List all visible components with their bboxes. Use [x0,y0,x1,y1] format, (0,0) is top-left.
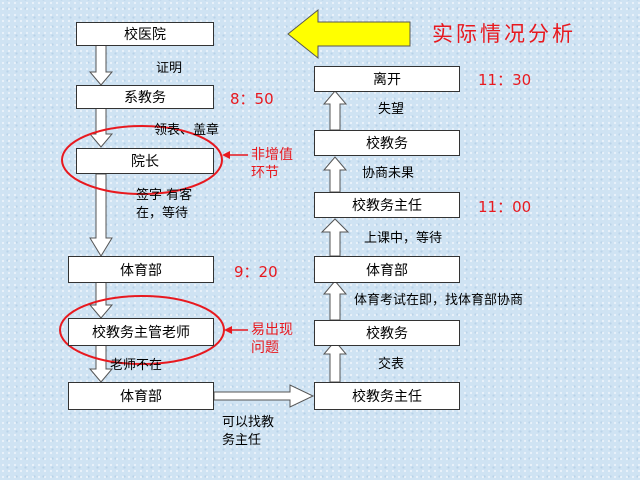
box-leave: 离开 [314,66,460,92]
time-0920: 9：20 [234,263,278,281]
time-1100: 11：00 [478,198,532,216]
box-affairs-supervisor: 校教务主管老师 [68,318,214,346]
label-teacher-absent: 老师不在 [110,358,163,373]
box-school-hospital: 校医院 [76,22,214,46]
label-certificate: 证明 [156,61,183,76]
arrow-up-3 [320,218,350,257]
arrow-right-connector [213,384,315,408]
annotation-problem-1: 易出现 [251,322,293,338]
label-in-class-wait: 上课中，等待 [364,231,443,246]
arrow-up-1 [322,340,348,383]
box-dept-affairs: 系教务 [76,85,214,109]
page-title: 实际情况分析 [432,22,576,46]
arrow-down-1 [88,44,114,86]
box-affairs-director-bottom: 校教务主任 [314,382,460,410]
arrow-up-4 [322,156,348,193]
box-pe-dept-1: 体育部 [68,256,214,283]
box-dean: 院长 [76,148,214,174]
box-school-affairs-2: 校教务 [314,130,460,156]
annotation-non-value-1: 非增值 [251,147,293,163]
annotation-problem-2: 问题 [251,340,279,356]
arrow-down-3 [89,173,113,257]
annotation-non-value-2: 环节 [251,165,279,181]
label-sign-guest-2: 在，等待 [136,206,189,221]
box-school-affairs-1: 校教务 [314,320,460,346]
label-submit-form: 交表 [378,357,405,372]
time-0850: 8：50 [230,90,274,108]
label-form-stamp: 领表、盖章 [154,123,220,138]
highlight-ellipse-dean [61,125,223,195]
label-disappointed: 失望 [378,102,405,117]
box-affairs-director-top: 校教务主任 [314,192,460,218]
yellow-arrow-icon [287,8,411,60]
label-pe-exam-negotiate: 体育考试在即，找体育部协商 [354,293,524,308]
arrow-up-5 [322,90,348,131]
arrow-down-5 [88,344,114,383]
time-1130: 11：30 [478,71,532,89]
label-sign-guest-1: 签字 有客 [136,188,193,203]
label-negotiation-failed: 协商未果 [362,166,415,181]
box-pe-dept-2: 体育部 [68,382,214,410]
box-pe-dept-right: 体育部 [314,256,460,283]
arrow-up-2 [322,280,348,321]
label-can-find-director-1: 可以找教 [222,415,275,430]
label-can-find-director-2: 务主任 [222,433,262,448]
arrow-down-2 [88,107,114,148]
